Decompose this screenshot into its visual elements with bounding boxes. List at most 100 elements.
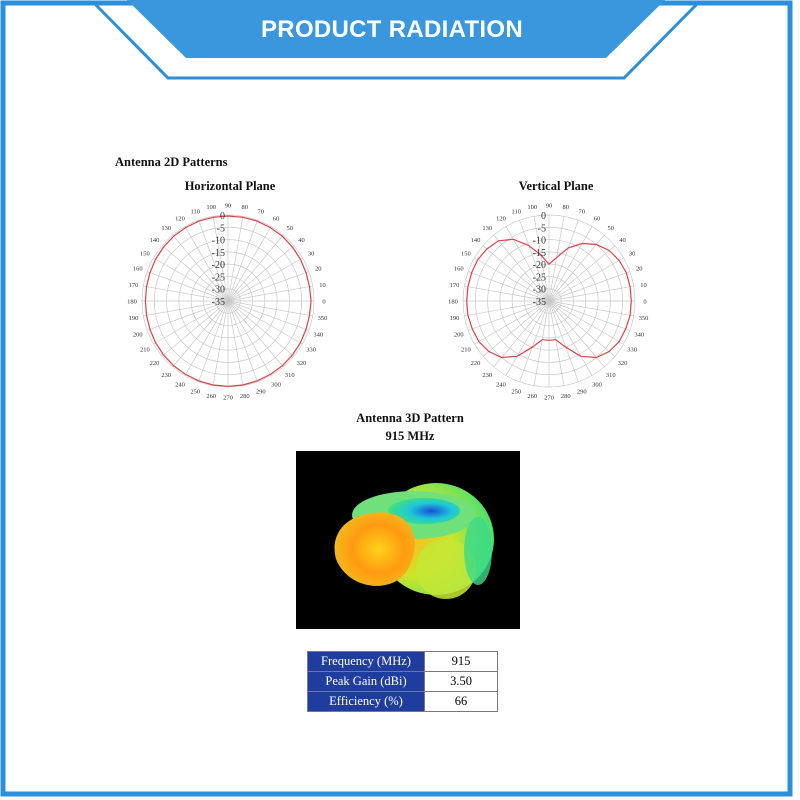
spec-value: 66 xyxy=(424,691,498,712)
angle-tick-label: 150 xyxy=(140,251,150,258)
radial-tick-label: -5 xyxy=(217,223,225,234)
grid-spoke xyxy=(227,300,272,376)
angle-tick-label: 300 xyxy=(592,382,602,389)
grid-spoke xyxy=(198,220,229,302)
radial-tick-label: -20 xyxy=(533,260,546,271)
angle-tick-label: 120 xyxy=(175,215,185,222)
grid-spoke xyxy=(227,285,313,302)
grid-spoke xyxy=(184,300,229,376)
grid-spoke xyxy=(227,216,244,302)
grid-spoke xyxy=(147,300,229,331)
pattern-trace xyxy=(144,215,312,387)
spec-label: Frequency (MHz) xyxy=(307,651,425,672)
grid-spoke xyxy=(464,285,550,302)
angle-tick-label: 100 xyxy=(527,204,537,211)
pattern3d-blob xyxy=(334,483,494,599)
angle-tick-label: 160 xyxy=(133,266,143,273)
angle-tick-label: 90 xyxy=(546,203,553,210)
angle-tick-label: 20 xyxy=(636,266,643,273)
grid-spoke xyxy=(227,220,258,302)
grid-spoke xyxy=(548,300,565,386)
radial-tick-label: -15 xyxy=(212,248,225,259)
angle-tick-label: 60 xyxy=(273,215,280,222)
angle-tick-label: 40 xyxy=(298,237,305,244)
angle-tick-label: 180 xyxy=(448,299,458,306)
grid-spoke xyxy=(519,300,550,382)
angle-tick-label: 300 xyxy=(271,382,281,389)
grid-spoke xyxy=(474,257,550,302)
grid-ring xyxy=(474,226,624,376)
angle-tick-label: 240 xyxy=(175,382,185,389)
grid-spoke xyxy=(227,300,309,331)
radial-tick-label: -10 xyxy=(212,236,225,247)
angle-tick-label: 250 xyxy=(511,389,521,396)
angle-tick-label: 140 xyxy=(471,237,481,244)
grid-spoke xyxy=(548,220,579,302)
pattern3d-title: Antenna 3D Pattern xyxy=(356,411,464,425)
grid-ring xyxy=(215,288,241,314)
pattern3d-frequency: 915 MHz xyxy=(385,429,435,443)
grid-spoke xyxy=(482,245,550,302)
grid-ring xyxy=(524,276,574,326)
grid-spoke xyxy=(548,300,593,376)
angle-tick-label: 220 xyxy=(471,360,481,367)
angle-tick-label: 310 xyxy=(606,372,616,379)
radial-tick-label: -20 xyxy=(212,260,225,271)
grid-spoke xyxy=(548,285,634,302)
angle-tick-label: 280 xyxy=(240,393,250,400)
spec-value: 3.50 xyxy=(424,671,498,692)
grid-ring xyxy=(462,214,636,388)
angle-tick-label: 30 xyxy=(308,251,315,258)
angle-tick-label: 340 xyxy=(634,331,644,338)
angle-tick-label: 150 xyxy=(461,251,471,258)
grid-spoke xyxy=(161,300,229,357)
grid-spoke xyxy=(143,285,229,302)
grid-spoke xyxy=(519,220,550,302)
angle-tick-label: 350 xyxy=(639,315,649,322)
angle-tick-label: 230 xyxy=(482,372,492,379)
angle-tick-label: 50 xyxy=(607,225,614,232)
grid-spoke xyxy=(227,300,284,368)
angle-tick-label: 130 xyxy=(161,225,171,232)
radial-tick-label: -35 xyxy=(533,297,546,308)
grid-spoke xyxy=(153,300,229,345)
angle-tick-label: 220 xyxy=(150,360,160,367)
grid-spoke xyxy=(493,234,550,302)
grid-spoke xyxy=(227,257,303,302)
grid-spoke xyxy=(212,300,229,386)
angle-tick-label: 170 xyxy=(450,282,460,289)
table-row: Efficiency (%) 66 xyxy=(307,691,498,712)
grid-spoke xyxy=(533,300,550,386)
table-row: Peak Gain (dBi) 3.50 xyxy=(307,671,498,692)
grid-spoke xyxy=(548,216,565,302)
angle-tick-label: 250 xyxy=(190,389,200,396)
page-title: PRODUCT RADIATION xyxy=(261,16,523,43)
angle-tick-label: 240 xyxy=(496,382,506,389)
radial-tick-label: -5 xyxy=(538,223,546,234)
grid-spoke xyxy=(548,300,624,345)
grid-spoke xyxy=(548,226,593,302)
angle-tick-label: 230 xyxy=(161,372,171,379)
grid-ring xyxy=(166,239,290,363)
angle-tick-label: 180 xyxy=(127,299,137,306)
grid-spoke xyxy=(505,300,550,376)
spec-label: Peak Gain (dBi) xyxy=(307,671,425,692)
grid-spoke xyxy=(474,300,550,345)
grid-spoke xyxy=(548,300,634,317)
grid-spoke xyxy=(212,216,229,302)
angle-tick-label: 270 xyxy=(544,395,554,402)
angle-tick-label: 260 xyxy=(527,393,537,400)
grid-spoke xyxy=(227,226,272,302)
grid-spoke xyxy=(227,234,284,302)
grid-spoke xyxy=(198,300,229,382)
horizontal-plane-title: Horizontal Plane xyxy=(184,179,276,193)
vertical-plane-title: Vertical Plane xyxy=(518,179,594,193)
angle-tick-label: 10 xyxy=(640,282,647,289)
angle-tick-label: 0 xyxy=(322,299,325,306)
grid-spoke xyxy=(468,271,550,302)
angle-tick-label: 80 xyxy=(562,204,569,211)
angle-tick-label: 270 xyxy=(223,395,233,402)
angle-tick-label: 330 xyxy=(627,347,637,354)
section-title: Antenna 2D Patterns xyxy=(115,155,228,169)
angle-tick-label: 100 xyxy=(206,204,216,211)
